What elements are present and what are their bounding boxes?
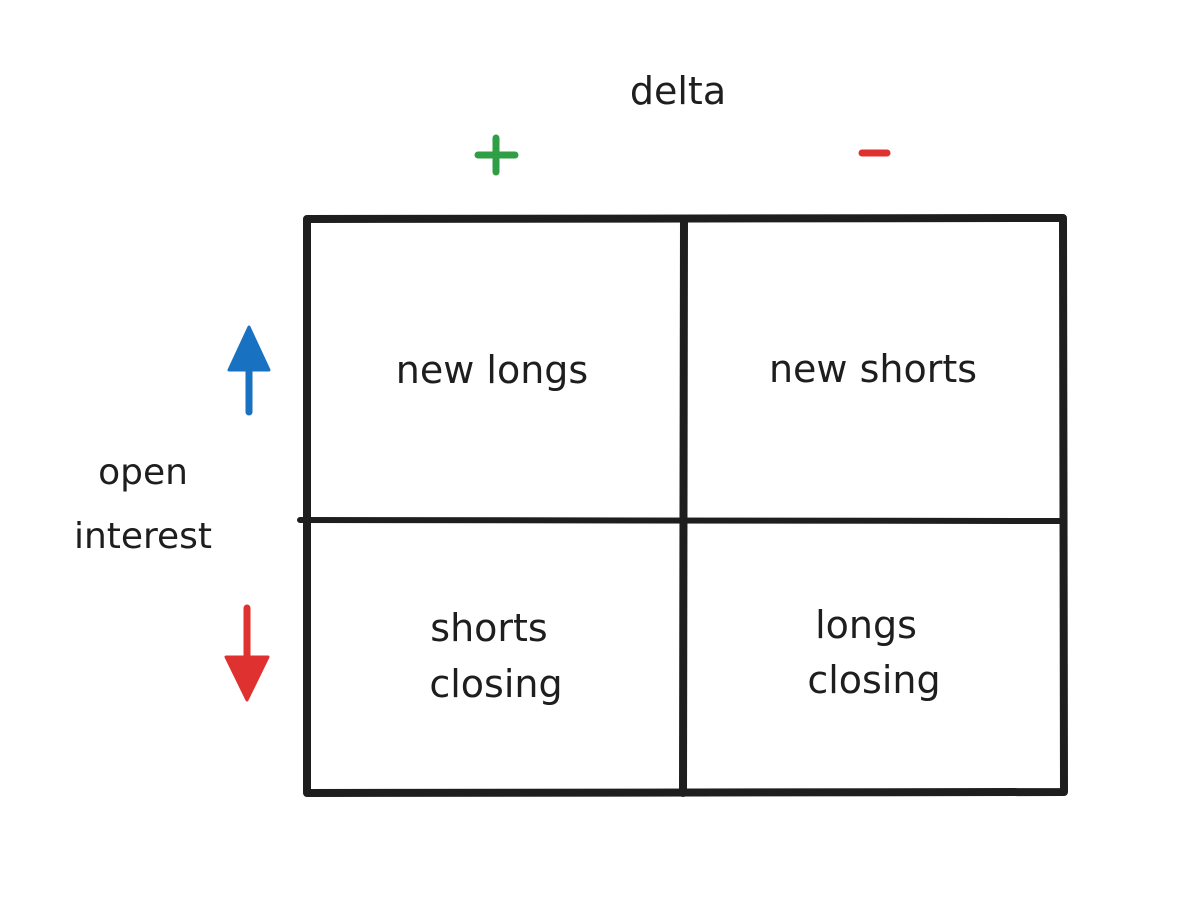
quadrant-grid (297, 214, 1068, 797)
cell-new-longs: new longs (396, 348, 588, 392)
grid-outer-border (303, 214, 1068, 797)
cell-new-shorts: new shorts (769, 347, 977, 391)
cell-longs-closing-line2: closing (807, 658, 940, 702)
grid-horizontal-divider (297, 517, 1066, 524)
plus-sign-icon: + (474, 134, 519, 176)
open-interest-axis-title-line2: interest (74, 516, 212, 557)
minus-sign-icon: - (858, 149, 891, 157)
grid-vertical-divider (679, 215, 688, 797)
arrow-up-icon (227, 325, 271, 416)
cell-shorts-closing-line1: shorts (430, 606, 547, 650)
cell-shorts-closing-line2: closing (429, 662, 562, 706)
delta-axis-title: delta (630, 69, 726, 113)
cell-longs-closing-line1: longs (815, 603, 917, 647)
open-interest-axis-title-line1: open (98, 452, 188, 493)
arrow-down-icon (224, 604, 270, 702)
